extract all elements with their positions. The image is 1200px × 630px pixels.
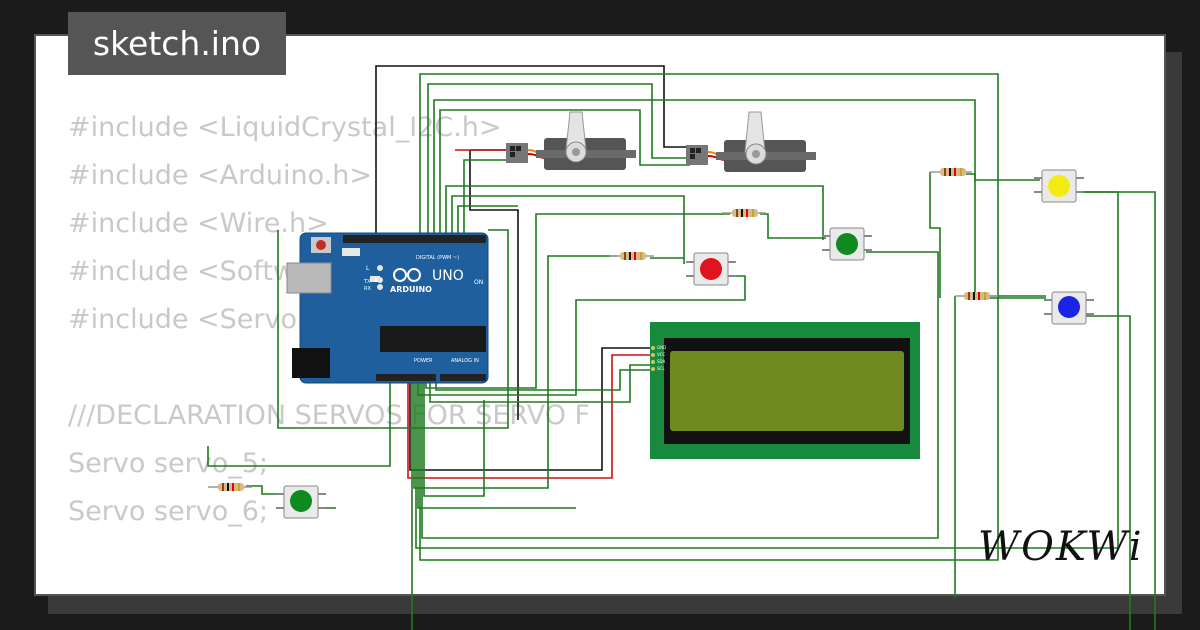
preview-card: #include <LiquidCrystal_I2C.h> #include <… xyxy=(34,34,1166,596)
pushbutton-green[interactable] xyxy=(276,485,326,519)
wire xyxy=(1080,191,1156,630)
button-cap[interactable] xyxy=(1048,175,1070,197)
resistor xyxy=(610,252,654,260)
code-line: ///LCD INITIALIZATION (I2C ADDRESS, AMOU… xyxy=(68,584,988,594)
wire xyxy=(423,378,485,497)
microcontroller-chip xyxy=(380,326,486,352)
wire xyxy=(417,378,576,509)
code-line: Servo servo_5; xyxy=(68,448,268,479)
power-header xyxy=(376,374,436,381)
button-cap[interactable] xyxy=(1058,296,1080,318)
model-label: UNO xyxy=(432,268,464,284)
code-line: Servo servo_6; xyxy=(68,496,268,527)
digital-label: DIGITAL (PWM ~) xyxy=(416,255,459,261)
lcd-screen xyxy=(670,351,904,431)
wire xyxy=(439,109,690,240)
wires xyxy=(207,65,1156,630)
button-cap[interactable] xyxy=(700,258,722,280)
lcd-pin-label: SCL xyxy=(657,366,665,371)
power-jack xyxy=(292,348,330,378)
wire xyxy=(413,255,618,489)
wire xyxy=(966,173,1040,181)
wire xyxy=(445,185,824,240)
code-line: #include <LiquidCrystal_I2C.h> xyxy=(68,112,502,143)
wire xyxy=(407,354,652,479)
wire xyxy=(277,229,509,429)
wire xyxy=(421,251,939,539)
lcd-pin-label: GND xyxy=(657,345,666,350)
resistor xyxy=(208,483,252,491)
pushbutton-red[interactable] xyxy=(686,252,736,286)
servo-motor[interactable] xyxy=(686,111,816,172)
arduino-uno-board[interactable]: UNO ARDUINO DIGITAL (PWM ~) POWER ANALOG… xyxy=(286,232,489,384)
wire xyxy=(929,172,941,298)
power-label: POWER xyxy=(414,358,433,364)
lcd-pin-label: VCC xyxy=(657,352,666,357)
pushbutton-blue[interactable] xyxy=(1044,291,1094,325)
wire xyxy=(457,205,518,240)
button-cap[interactable] xyxy=(290,490,312,512)
wire xyxy=(207,378,391,467)
brand-label: ARDUINO xyxy=(390,285,432,294)
rx-label: RX xyxy=(364,286,371,292)
wire xyxy=(760,213,826,239)
code-line: #include <Wire.h> xyxy=(68,208,329,239)
wire xyxy=(425,213,730,389)
wire xyxy=(429,364,652,403)
resistor xyxy=(722,209,766,217)
wokwi-logo: WOKWi xyxy=(978,524,1144,570)
arduino-logo-icon xyxy=(393,268,407,282)
tx-label: TX xyxy=(363,279,371,285)
lcd-display[interactable]: GND VCC SDA SCL xyxy=(650,322,920,459)
usb-port xyxy=(286,262,332,294)
analog-label: ANALOG IN xyxy=(451,358,479,364)
lcd-pin-label: SDA xyxy=(657,359,666,364)
wire xyxy=(1086,315,1131,630)
wire xyxy=(375,65,690,240)
wire xyxy=(409,347,652,471)
wire xyxy=(463,159,510,240)
pushbutton-yellow[interactable] xyxy=(1034,169,1084,203)
wire xyxy=(435,369,652,391)
wire xyxy=(427,83,690,240)
wire xyxy=(433,99,1046,299)
l-label: L xyxy=(366,265,370,272)
button-cap[interactable] xyxy=(836,233,858,255)
on-label: ON xyxy=(474,279,483,286)
resistor xyxy=(955,292,998,300)
resistor xyxy=(930,168,972,176)
wire xyxy=(419,73,999,561)
analog-header xyxy=(440,374,486,381)
wire xyxy=(246,485,284,495)
pushbutton-green[interactable] xyxy=(822,227,872,261)
code-line: #include <Arduino.h> xyxy=(68,160,372,191)
servo-motor[interactable] xyxy=(506,111,636,170)
filename-label: sketch.ino xyxy=(68,12,286,75)
digital-header xyxy=(343,235,486,243)
wire xyxy=(451,195,685,264)
code-line: ///DECLARATION SERVOS FOR SERVO F xyxy=(68,400,591,431)
